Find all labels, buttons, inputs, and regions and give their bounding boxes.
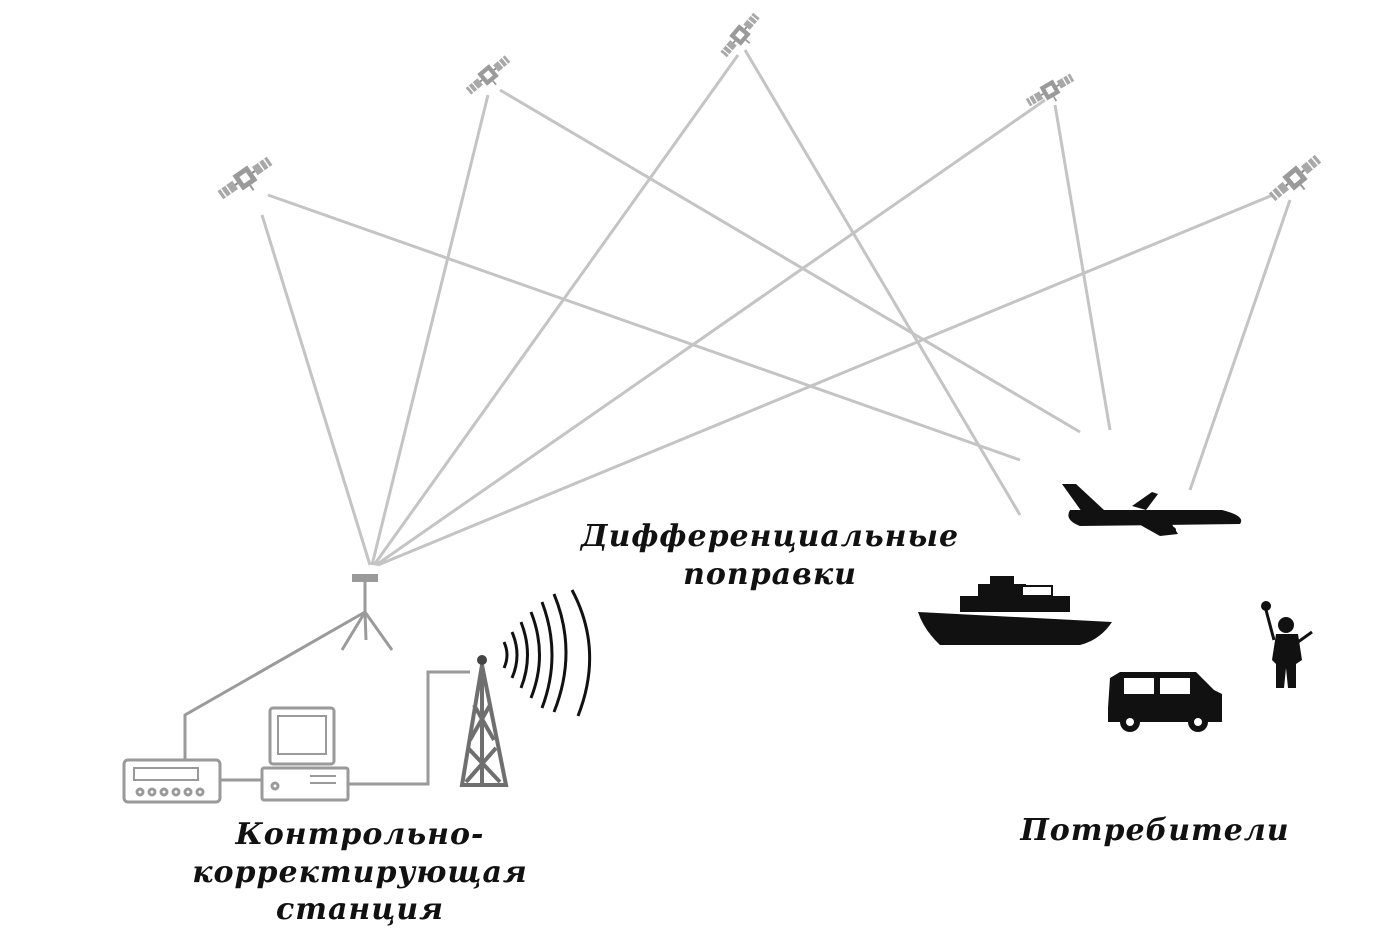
satellite-icon bbox=[716, 9, 768, 64]
station-label: Контрольно-корректирующая станция bbox=[90, 816, 630, 929]
dgps-diagram bbox=[122, 9, 1329, 804]
airplane-icon bbox=[1062, 484, 1242, 536]
consumers-label: Потребители bbox=[1020, 813, 1290, 848]
signal-line bbox=[375, 98, 1046, 567]
receiver-icon bbox=[122, 758, 222, 804]
satellite-icon bbox=[1265, 150, 1329, 210]
signal-line bbox=[743, 49, 1022, 516]
satellite-icon bbox=[214, 152, 280, 209]
corrections-label: Дифференциальные поправки bbox=[570, 518, 970, 593]
car-icon bbox=[1108, 672, 1222, 732]
signal-line bbox=[377, 188, 1286, 567]
gnss-antenna-icon bbox=[340, 574, 394, 651]
signal-line bbox=[372, 54, 740, 566]
reference-station bbox=[122, 574, 509, 804]
signal-line bbox=[267, 193, 1021, 462]
radio-waves-icon bbox=[502, 589, 592, 717]
signal-lines bbox=[260, 49, 1292, 567]
radio-tower-icon bbox=[459, 655, 509, 787]
station-label-line1: Контрольно-корректирующая bbox=[192, 817, 528, 890]
signal-line bbox=[1188, 199, 1292, 491]
signal-line bbox=[260, 214, 372, 566]
corrections-label-line2: поправки bbox=[683, 556, 857, 592]
corrections-label-line1: Дифференциальные bbox=[580, 519, 960, 554]
satellites bbox=[214, 9, 1329, 210]
signal-line bbox=[499, 88, 1081, 434]
ship-icon bbox=[918, 576, 1112, 645]
computer-icon bbox=[260, 706, 350, 802]
signal-line bbox=[370, 94, 490, 566]
antenna-cable bbox=[183, 610, 366, 760]
consumers bbox=[918, 484, 1313, 732]
signal-line bbox=[1053, 104, 1112, 431]
station-label-line2: станция bbox=[275, 892, 445, 927]
surveyor-icon bbox=[1261, 601, 1313, 688]
